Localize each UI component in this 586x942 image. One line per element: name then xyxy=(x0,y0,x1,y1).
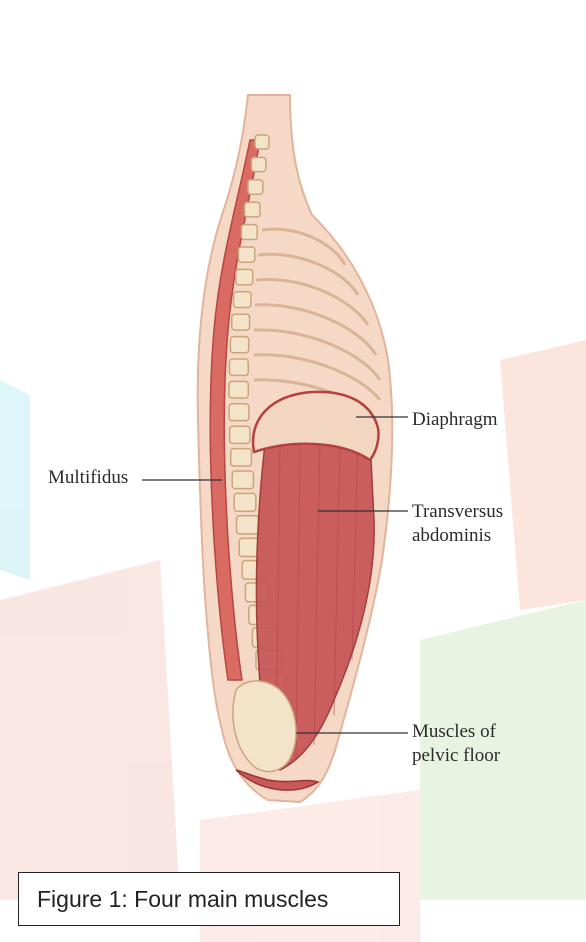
vertebra xyxy=(234,493,256,511)
vertebra xyxy=(232,314,250,330)
figure-caption-box: Figure 1: Four main muscles xyxy=(18,872,400,926)
vertebra xyxy=(230,426,250,443)
vertebra xyxy=(234,292,251,308)
transversus-abdominis-label: Transversus abdominis xyxy=(412,500,503,548)
vertebra xyxy=(237,516,259,534)
vertebra xyxy=(238,247,254,262)
vertebra xyxy=(255,135,269,149)
vertebra xyxy=(245,202,260,217)
watermark-cyan-shape xyxy=(0,380,30,580)
vertebra xyxy=(229,404,249,421)
vertebra xyxy=(229,381,248,398)
vertebra xyxy=(236,269,253,284)
diaphragm-label: Diaphragm xyxy=(412,408,497,432)
pelvic-floor-label: Muscles of pelvic floor xyxy=(412,720,500,768)
vertebra xyxy=(231,449,252,466)
figure-caption: Figure 1: Four main muscles xyxy=(19,886,328,913)
vertebra xyxy=(248,180,263,194)
watermark-red-shape xyxy=(0,560,180,900)
multifidus-label: Multifidus xyxy=(48,466,128,490)
watermark-red-right-shape xyxy=(500,340,586,610)
vertebra xyxy=(229,359,248,375)
vertebra xyxy=(251,157,265,171)
vertebra xyxy=(230,337,248,353)
vertebra xyxy=(232,471,253,489)
vertebra xyxy=(241,225,257,240)
